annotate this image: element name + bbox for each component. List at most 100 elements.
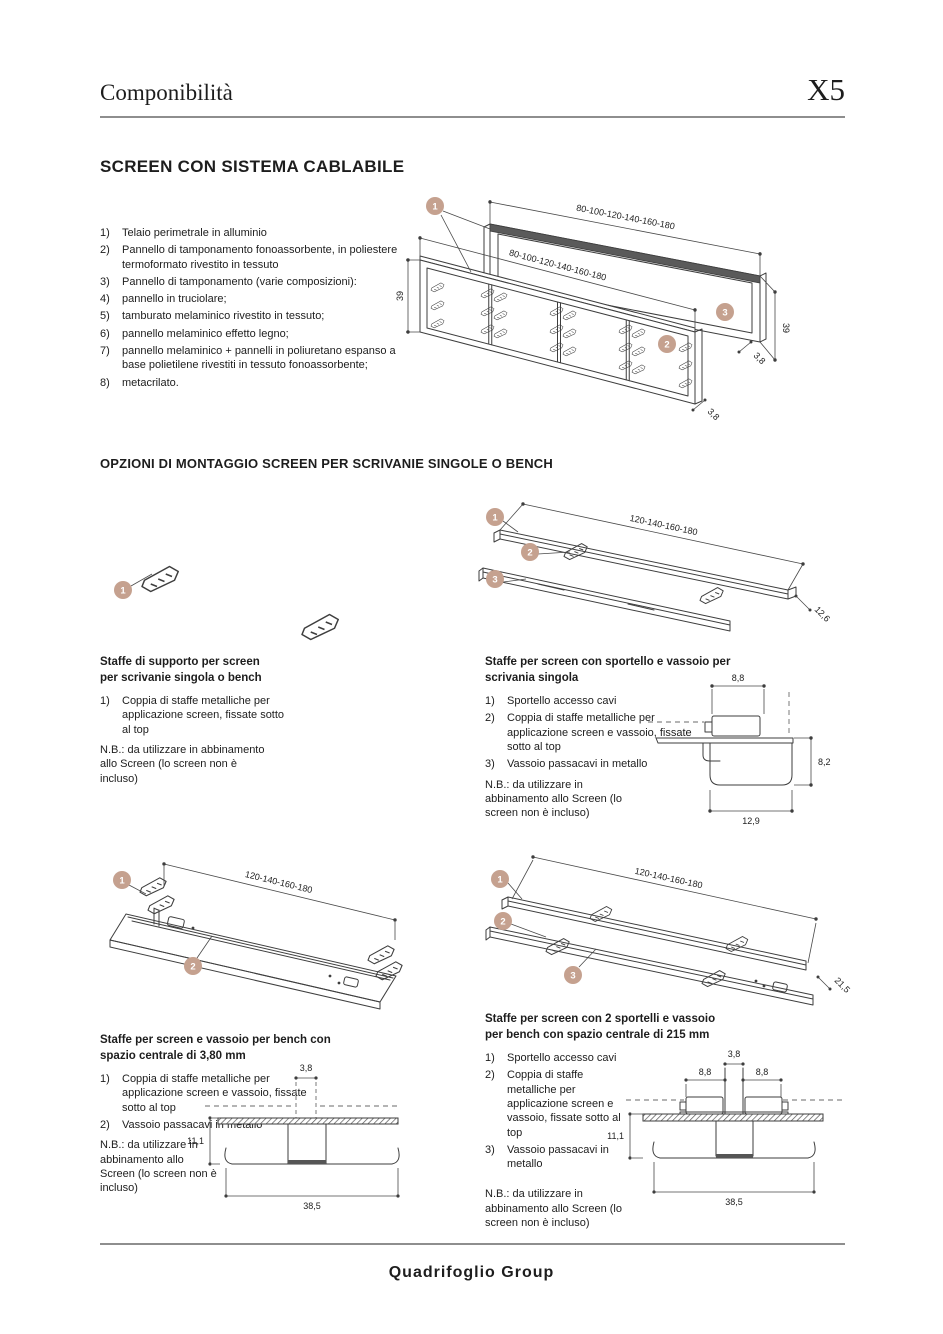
dim-label-right: 8,2 xyxy=(818,757,831,767)
dim-label-depth: 12,6 xyxy=(813,604,832,623)
svg-text:1: 1 xyxy=(492,513,498,524)
bench380-item: 1)Coppia di staffe metalliche per applic… xyxy=(100,1073,307,1114)
depth-dimension: 21,5 xyxy=(816,975,852,995)
dim-label-left: 11,1 xyxy=(607,1131,624,1141)
svg-text:2: 2 xyxy=(664,340,669,351)
svg-text:2: 2 xyxy=(190,962,195,973)
bench380-title: Staffe per screen e vassoio per bench co… xyxy=(100,1034,331,1062)
dim-label-bottom: 38,5 xyxy=(303,1201,321,1211)
callout-1: 1 xyxy=(113,871,131,889)
bracket-pair-left xyxy=(139,877,175,927)
back-frame-drawing xyxy=(483,223,767,343)
desk-profile xyxy=(217,1117,400,1165)
desk-profile xyxy=(642,1111,824,1159)
support-section: Staffe di supporto per screen per scriva… xyxy=(100,655,300,786)
main-title: SCREEN CON SISTEMA CABLABILE xyxy=(100,157,405,176)
width-dimension: 120-140-160-180 xyxy=(162,862,397,940)
part-text: tamburato melaminico rivestito in tessut… xyxy=(122,310,325,323)
bracket-icon xyxy=(141,565,179,593)
part-num: 2) xyxy=(100,244,110,257)
callout-2: 2 xyxy=(521,543,539,561)
bench380-cross-section: 3,8 11,1 38,5 xyxy=(187,1063,400,1211)
dim-label-top-left: 8,8 xyxy=(699,1067,712,1077)
part-text: metacrilato. xyxy=(122,376,179,389)
part-text: Pannello di tamponamento fonoassorbente,… xyxy=(122,244,398,271)
dim-label-height-left: 39 xyxy=(395,291,405,301)
svg-text:3: 3 xyxy=(570,971,575,982)
footer-rule xyxy=(100,1243,845,1245)
part-text: pannello melaminico effetto legno; xyxy=(122,327,289,340)
part-text: pannello in truciolare; xyxy=(122,293,227,306)
screen-rail-drawing xyxy=(493,529,797,605)
single-desk-figure: 120-140-160-180 12,6 1 2 3 xyxy=(478,502,832,632)
bracket-icon xyxy=(301,613,339,641)
part-item: 3)Pannello di tamponamento (varie compos… xyxy=(100,275,422,289)
screen-exploded-diagram: 80-100-120-140-160-180 39 3,8 xyxy=(395,197,791,422)
bench215-item: 3)Vassoio passacavi in metallo xyxy=(485,1143,609,1171)
bracket-profile xyxy=(704,715,761,737)
bench215-item: 1)Sportello accesso cavi xyxy=(485,1052,617,1065)
front-height-dimension: 39 xyxy=(395,258,420,334)
dim-label-width: 120-140-160-180 xyxy=(244,869,313,895)
part-item: 2) Pannello di tamponamento fonoassorbent… xyxy=(100,243,422,272)
callout-1: 1 xyxy=(114,581,132,599)
svg-text:3: 3 xyxy=(492,575,497,586)
part-num: 1) xyxy=(100,227,110,239)
bench215-title: Staffe per screen con 2 sportelli e vass… xyxy=(485,1013,716,1041)
cable-tray-drawing xyxy=(485,926,814,1006)
callout-1: 1 xyxy=(491,870,509,888)
support-brackets-figure: 1 xyxy=(114,565,339,641)
bench215-item: 2)Coppia di staffe metalliche per applic… xyxy=(485,1069,621,1139)
callout-3: 3 xyxy=(486,570,504,588)
depth-dimension: 12,6 xyxy=(794,594,832,624)
callout-2: 2 xyxy=(494,912,512,930)
bench380-note: N.B.: da utilizzare in abbinamento allo … xyxy=(100,1139,217,1195)
bottom-dimension: 12,9 xyxy=(708,790,794,826)
callout-1: 1 xyxy=(426,197,444,215)
options-heading: OPZIONI DI MONTAGGIO SCREEN PER SCRIVANI… xyxy=(100,456,553,471)
tray-panel-drawing xyxy=(109,913,397,1010)
callout-3: 3 xyxy=(716,303,734,321)
front-thickness-dimension: 3,8 xyxy=(691,398,722,422)
dim-label-top-right: 8,8 xyxy=(756,1067,769,1077)
top-dimension: 3,8 xyxy=(294,1063,318,1080)
part-num: 4) xyxy=(100,293,110,306)
svg-text:3: 3 xyxy=(722,308,727,319)
svg-text:1: 1 xyxy=(120,586,126,597)
dim-label-top: 8,8 xyxy=(732,673,745,683)
part-num: 5) xyxy=(100,310,110,323)
top-dimension: 8,8 xyxy=(710,673,766,714)
cable-tray-drawing xyxy=(478,567,731,632)
single-cross-section: 8,8 8,2 12,9 xyxy=(648,673,831,826)
single-item: 2)Coppia di staffe metalliche per applic… xyxy=(485,712,692,753)
single-title: Staffe per screen con sportello e vassoi… xyxy=(485,656,731,684)
top-right-dimension: 8,8 xyxy=(741,1067,783,1097)
left-dimension: 11,1 xyxy=(607,1112,643,1160)
svg-text:1: 1 xyxy=(119,876,125,887)
dim-label-bottom: 38,5 xyxy=(725,1197,743,1207)
left-dimension: 11,1 xyxy=(187,1116,220,1166)
svg-text:1: 1 xyxy=(432,202,438,213)
svg-text:1: 1 xyxy=(497,875,503,886)
top-center-dimension: 3,8 xyxy=(723,1049,745,1097)
right-dimension: 8,2 xyxy=(794,736,831,787)
part-item: 6)pannello melaminico effetto legno; xyxy=(100,327,422,341)
part-item: 8)metacrilato. xyxy=(100,376,422,390)
dim-label-bottom: 12,9 xyxy=(742,816,760,826)
part-num: 7) xyxy=(100,345,110,358)
page-code: X5 xyxy=(807,72,845,107)
callout-3: 3 xyxy=(564,966,582,984)
callout-2: 2 xyxy=(658,335,676,353)
top-left-dimension: 8,8 xyxy=(684,1067,727,1097)
dim-label-back-width: 80-100-120-140-160-180 xyxy=(575,203,675,232)
dim-label-depth: 21,5 xyxy=(833,975,852,994)
support-title: Staffe di supporto per screen per scriva… xyxy=(100,656,262,684)
dim-label-left: 11,1 xyxy=(187,1136,204,1146)
bench215-figure: 120-140-160-180 21,5 1 2 3 xyxy=(485,855,852,1006)
parts-list: 1)Telaio perimetrale in alluminio 2) Pann… xyxy=(100,226,422,393)
page-title: Componibilità xyxy=(100,80,233,105)
part-item: 1)Telaio perimetrale in alluminio xyxy=(100,226,422,240)
part-item: 5) tamburato melaminico rivestito in tess… xyxy=(100,309,422,323)
part-text: Pannello di tamponamento (varie composiz… xyxy=(122,275,357,288)
part-item: 4) pannello in truciolare; xyxy=(100,292,422,306)
